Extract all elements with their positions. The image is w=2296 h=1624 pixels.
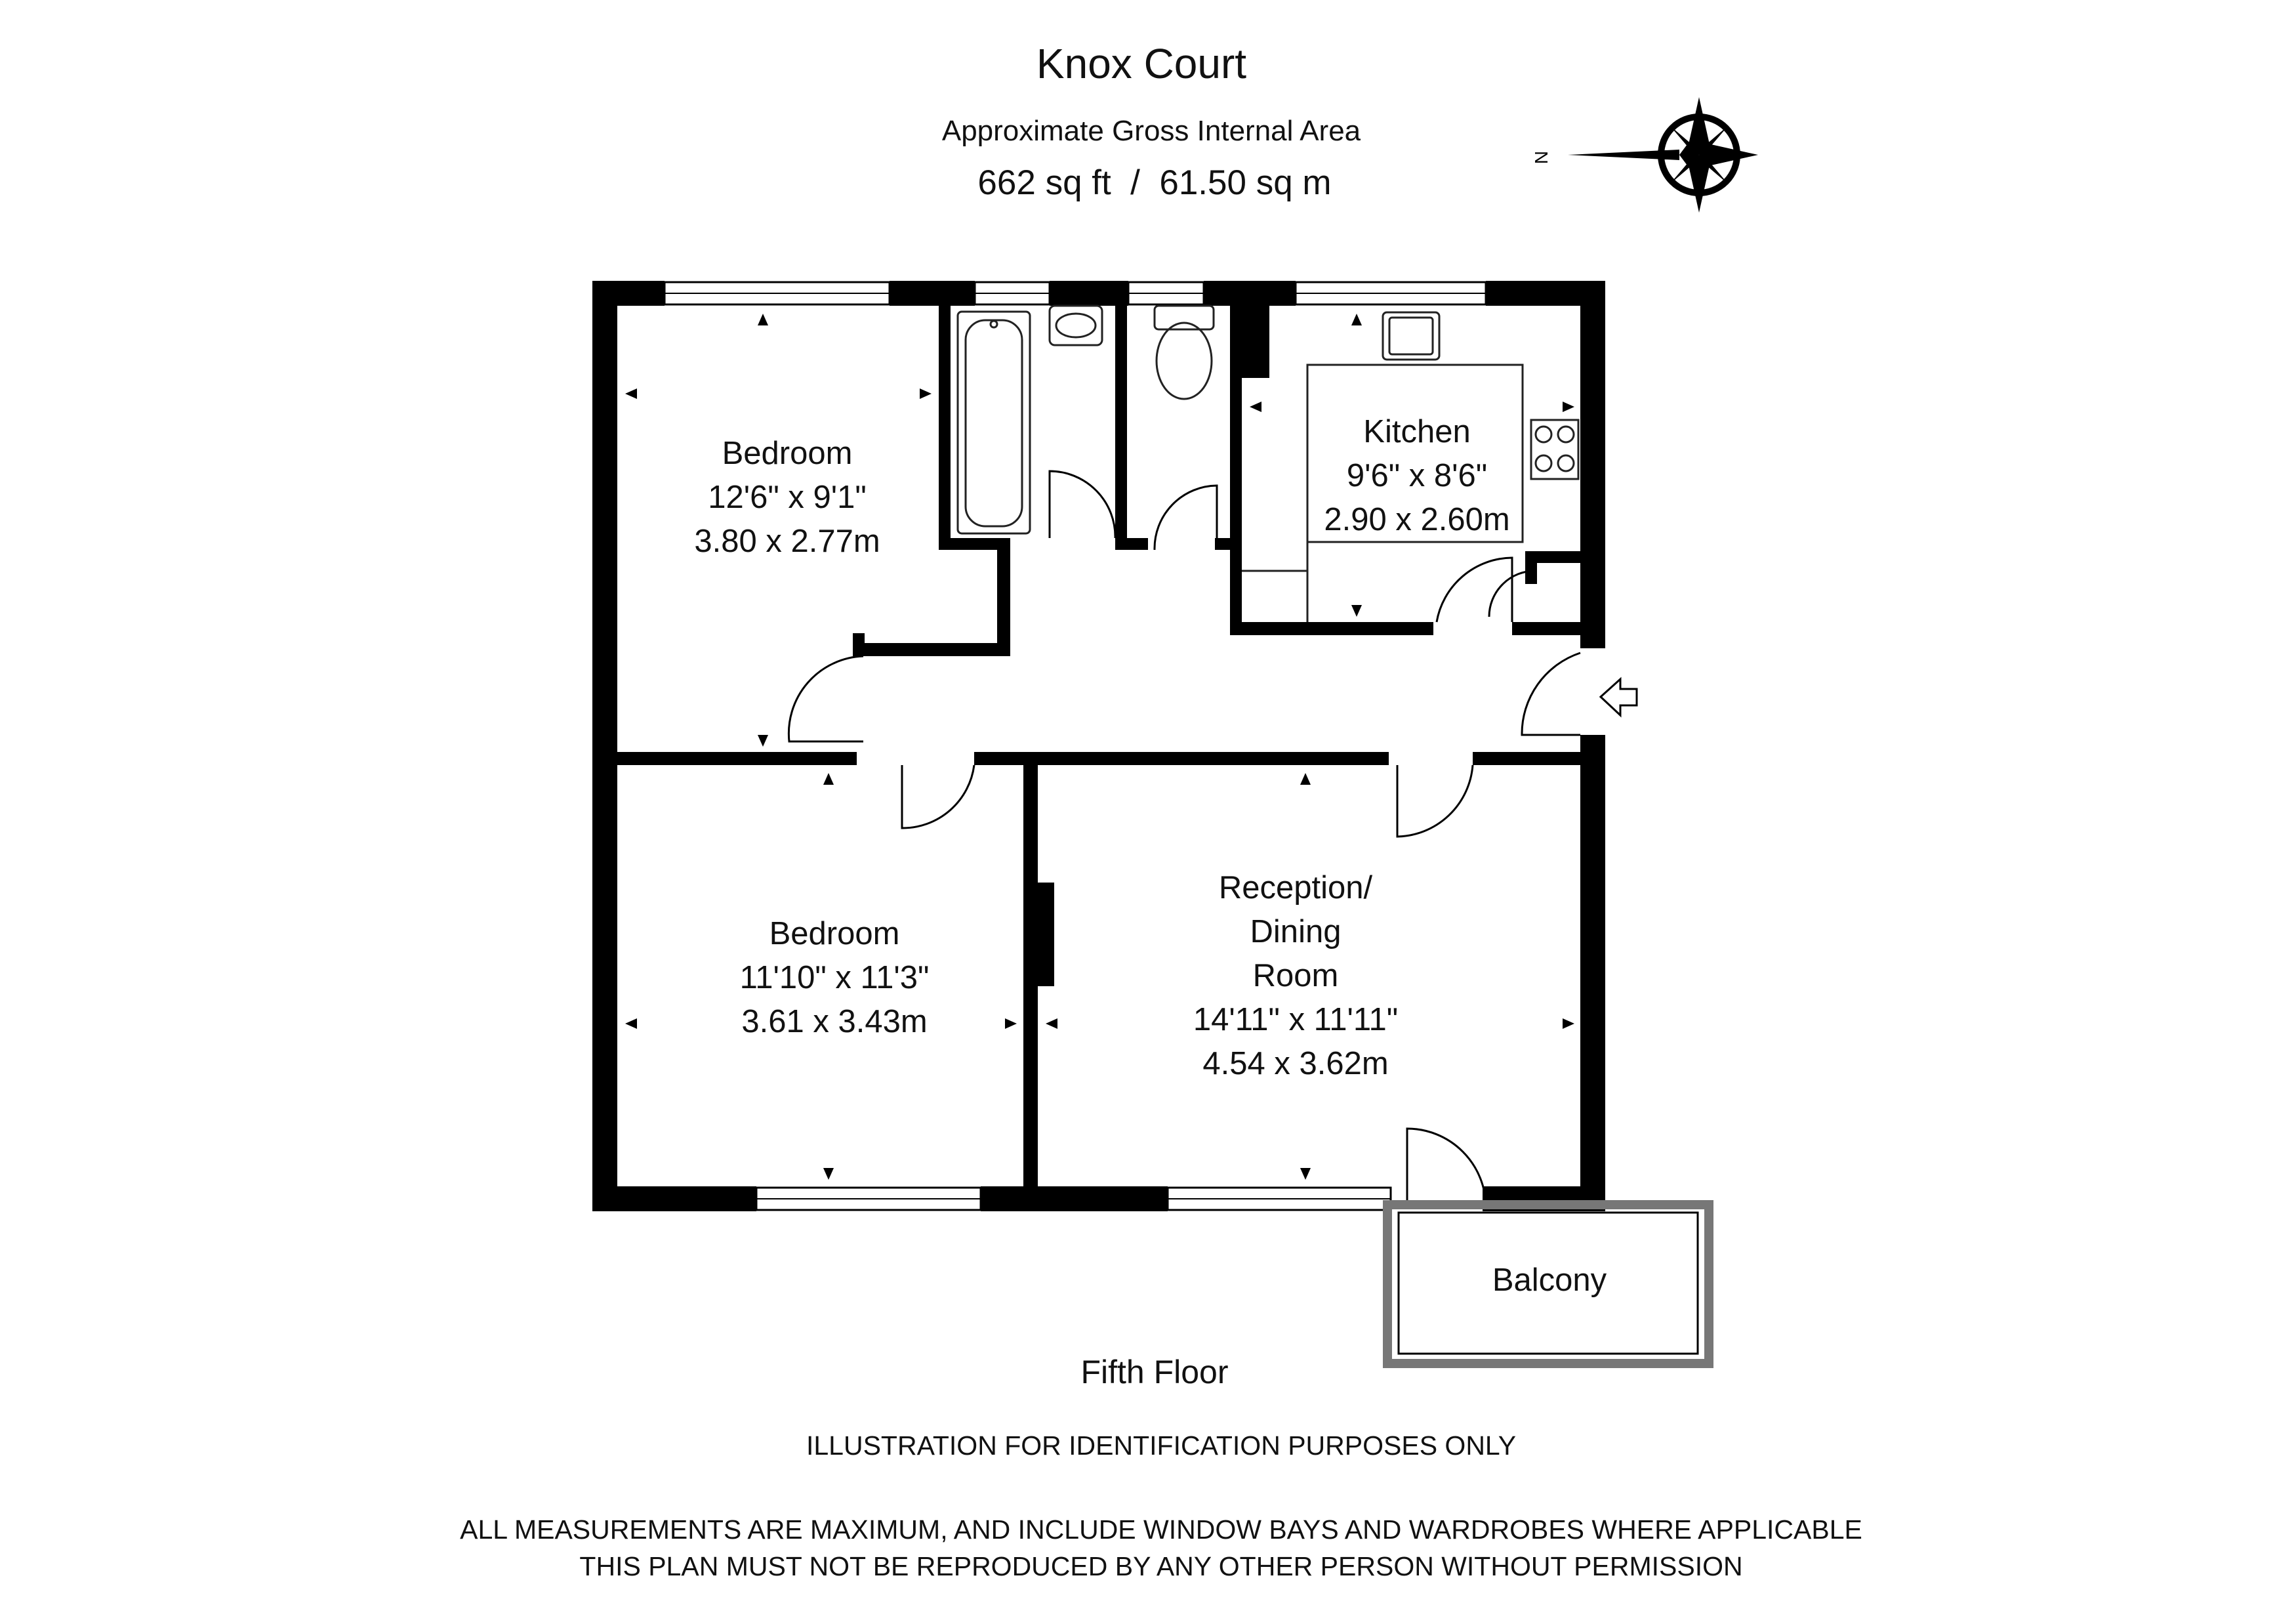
wall-right-lower [1580, 735, 1605, 1211]
room-bedroom2: Bedroom 11'10" x 11'3" 3.61 x 3.43m [740, 912, 930, 1044]
footer-disclaimer-2: ALL MEASUREMENTS ARE MAXIMUM, AND INCLUD… [460, 1514, 1862, 1545]
door-balcony [1406, 1127, 1487, 1208]
wall-right-upper [1580, 281, 1605, 648]
doors [787, 470, 1581, 1208]
room-reception-name-1: Reception/ [1218, 870, 1373, 906]
door-wc [1153, 484, 1218, 551]
room-reception-dim-metric: 4.54 x 3.62m [1202, 1046, 1389, 1081]
room-bedroom1-dim-metric: 3.80 x 2.77m [694, 524, 880, 559]
room-bedroom1-name: Bedroom [722, 436, 853, 471]
room-balcony-name: Balcony [1492, 1262, 1607, 1298]
wall-top-4 [1204, 281, 1296, 306]
wall-bottom-2 [981, 1186, 1168, 1211]
compass-rose-icon [1568, 97, 1758, 213]
area-label: Approximate Gross Internal Area [941, 115, 1361, 147]
room-kitchen-dim-metric: 2.90 x 2.60m [1324, 502, 1510, 537]
room-balcony: Balcony [1492, 1259, 1607, 1302]
compass-north-label: N [1531, 151, 1551, 164]
room-bedroom1: Bedroom 12'6" x 9'1" 3.80 x 2.77m [694, 432, 880, 564]
worktop-outline [1306, 364, 1524, 543]
room-reception-name-2: Dining [1250, 914, 1342, 949]
basin-icon [1048, 304, 1103, 346]
wall-bottom-1 [592, 1186, 756, 1211]
door-bedroom2 [901, 764, 975, 829]
plan-title: Knox Court [1036, 40, 1247, 87]
entrance-arrow-icon [1599, 677, 1638, 718]
balcony-outline [1383, 1200, 1713, 1368]
dimension-markers [625, 314, 1574, 1180]
area-value: 662 sq ft / 61.50 sq m [977, 163, 1332, 202]
hob-icon [1530, 419, 1580, 480]
room-reception-name-3: Room [1252, 958, 1339, 993]
door-reception [1396, 764, 1474, 838]
room-reception-dim-imperial: 14'11" x 11'11" [1193, 1002, 1399, 1037]
door-bathroom [1048, 470, 1117, 539]
room-bedroom1-dim-imperial: 12'6" x 9'1" [708, 480, 867, 515]
room-kitchen-name: Kitchen [1363, 414, 1471, 449]
footer-disclaimer-3: THIS PLAN MUST NOT BE REPRODUCED BY ANY … [579, 1551, 1743, 1581]
toilet-icon [1153, 304, 1215, 400]
kitchen-sink-icon [1382, 311, 1441, 361]
door-kitchen [1435, 556, 1513, 623]
bath-icon [956, 310, 1031, 535]
wall-top-3 [1050, 281, 1128, 306]
room-bedroom2-dim-metric: 3.61 x 3.43m [741, 1004, 928, 1039]
fixtures [956, 304, 1580, 622]
room-bedroom2-name: Bedroom [769, 916, 900, 951]
walls [592, 281, 1605, 1211]
door-cupboard [1488, 570, 1536, 617]
floor-label: Fifth Floor [1080, 1354, 1229, 1390]
room-kitchen: Kitchen 9'6" x 8'6" 2.90 x 2.60m [1324, 410, 1509, 542]
wall-top-2 [890, 281, 975, 306]
room-kitchen-dim-imperial: 9'6" x 8'6" [1346, 458, 1488, 493]
room-bedroom2-dim-imperial: 11'10" x 11'3" [739, 960, 930, 995]
room-reception: Reception/ Dining Room 14'11" x 11'11" 4… [1193, 866, 1398, 1086]
door-bedroom1 [787, 655, 864, 743]
footer-disclaimer-1: ILLUSTRATION FOR IDENTIFICATION PURPOSES… [806, 1430, 1517, 1461]
door-entrance [1521, 652, 1581, 736]
wall-left [592, 281, 617, 1211]
